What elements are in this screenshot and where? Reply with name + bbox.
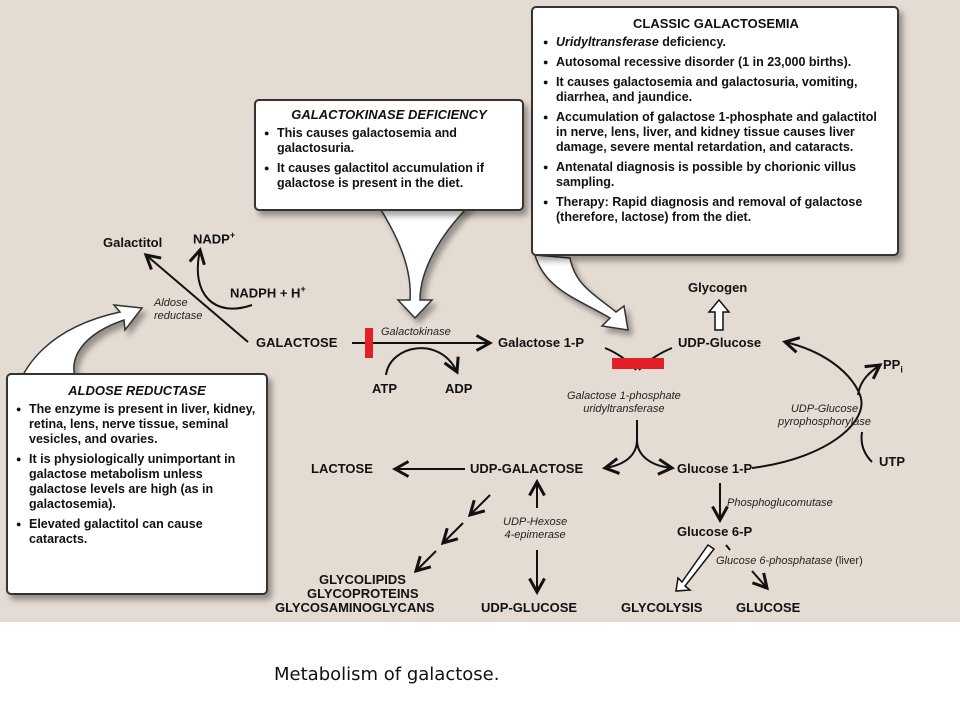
phosphoglucomutase-enzyme: Phosphoglucomutase	[727, 497, 833, 509]
arrow-to-glycolysis	[675, 543, 716, 592]
nadp-label: NADP+	[193, 230, 236, 247]
arrow-to-udp-galactose	[605, 439, 638, 468]
aldose-reductase-title: ALDOSE REDUCTASE	[68, 383, 206, 398]
glycolipids-label: GLYCOLIPIDS	[319, 572, 406, 587]
classic-item: Autosomal recessive disorder (1 in 23,00…	[541, 55, 891, 70]
glycosaminoglycans-label: GLYCOSAMINOGLYCANS	[275, 600, 435, 615]
arrow-to-glycoconjugates-3	[416, 550, 437, 571]
arrow-to-glucose-1p	[636, 439, 672, 468]
galactitol-label: Galactitol	[103, 235, 163, 250]
galactokinase-item: This causes galactosemia and galactosuri…	[262, 126, 516, 156]
classic-callout-tail	[533, 254, 629, 331]
arrow-atp-to-adp	[385, 347, 457, 376]
glycogen-label: Glycogen	[688, 280, 748, 295]
utp-label: UTP	[879, 454, 905, 469]
glucose-1p-label: Glucose 1-P	[677, 461, 753, 476]
ppi-label: PPi	[883, 357, 903, 375]
udp-glucose-bottom-label: UDP-GLUCOSE	[481, 600, 578, 615]
classic-item: Therapy: Rapid diagnosis and removal of …	[541, 195, 891, 225]
arrow-to-glycoconjugates-2	[443, 522, 464, 543]
glycoproteins-label: GLYCOPROTEINS	[307, 586, 419, 601]
aldose-callout-tail	[9, 304, 144, 432]
glucose-6-phosphatase-tick	[725, 544, 731, 551]
arrow-from-utp	[860, 431, 873, 463]
glycolysis-label: GLYCOLYSIS	[621, 600, 703, 615]
aldose-item: Elevated galactitol can cause cataracts.	[14, 517, 260, 547]
galactokinase-deficiency-title: GALACTOKINASE DEFICIENCY	[291, 107, 487, 122]
galactose-1p-label: Galactose 1-P	[498, 335, 584, 350]
classic-galactosemia-callout: CLASSIC GALACTOSEMIA Uridyltransferase d…	[531, 6, 899, 256]
galactokinase-item: It causes galactitol accumulation if gal…	[262, 161, 516, 191]
aldose-item: The enzyme is present in liver, kidney, …	[14, 402, 260, 447]
classic-item: Accumulation of galactose 1-phosphate an…	[541, 110, 891, 155]
classic-galactosemia-title: CLASSIC GALACTOSEMIA	[633, 16, 799, 31]
galactokinase-deficiency-callout: GALACTOKINASE DEFICIENCY This causes gal…	[254, 99, 524, 211]
transferase-block-bar	[612, 358, 664, 369]
glucose-6p-label: Glucose 6-P	[677, 524, 753, 539]
galactokinase-callout-tail	[376, 204, 472, 320]
arrow-nadph-to-nadp	[198, 250, 253, 310]
glucose-label: GLUCOSE	[736, 600, 801, 615]
arrow-udpglc-to-glycogen	[707, 298, 731, 331]
galactokinase-block-bar	[365, 328, 373, 358]
arrow-to-ppi	[857, 365, 880, 396]
arrow-glc1p-to-udpglc	[751, 342, 863, 469]
adp-label: ADP	[445, 381, 473, 396]
pathway-figure: CLASSIC GALACTOSEMIA Uridyltransferase d…	[0, 0, 960, 622]
galactokinase-enzyme: Galactokinase	[381, 326, 451, 338]
nadph-label: NADPH + H+	[230, 284, 306, 301]
arrow-galactose-to-galactitol	[146, 255, 249, 343]
arrow-to-glucose	[751, 570, 767, 588]
classic-item: Antenatal diagnosis is possible by chori…	[541, 160, 891, 190]
figure-caption: Metabolism of galactose.	[274, 664, 500, 685]
galactose-label: GALACTOSE	[256, 335, 338, 350]
arrow-to-glycoconjugates-1	[470, 494, 491, 515]
classic-item: It causes galactosemia and galactosuria,…	[541, 75, 891, 105]
classic-item: Uridyltransferase deficiency.	[541, 35, 891, 50]
udp-glucose-label: UDP-Glucose	[678, 335, 762, 350]
lactose-label: LACTOSE	[311, 461, 373, 476]
atp-label: ATP	[372, 381, 398, 396]
pathway-arrows	[9, 204, 960, 622]
glucose-6-phosphatase-enzyme: Glucose 6-phosphatase (liver)	[716, 555, 863, 567]
udp-galactose-label: UDP-GALACTOSE	[470, 461, 584, 476]
aldose-item: It is physiologically unimportant in gal…	[14, 452, 260, 512]
aldose-reductase-callout: ALDOSE REDUCTASE The enzyme is present i…	[6, 373, 268, 595]
